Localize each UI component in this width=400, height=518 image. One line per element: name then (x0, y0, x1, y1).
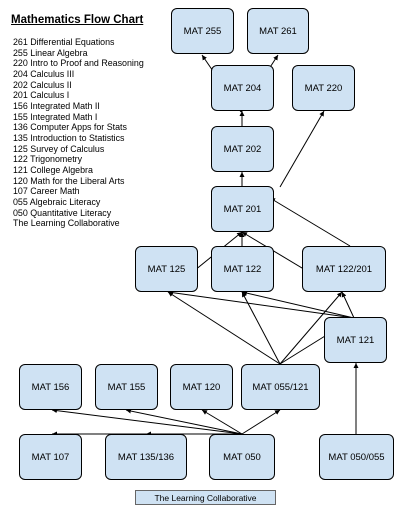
node-mat-255: MAT 255 (171, 8, 234, 54)
arrow (167, 291, 281, 365)
arrow (269, 197, 351, 247)
legend-item: 220 Intro to Proof and Reasoning (13, 58, 144, 69)
node-mat-050: MAT 050 (209, 434, 275, 480)
node-mat-261: MAT 261 (247, 8, 309, 54)
legend-item: 125 Survey of Calculus (13, 143, 105, 154)
arrow (341, 291, 355, 319)
legend-item: 107 Career Math (13, 186, 80, 197)
node-mat-122: MAT 122 (211, 246, 274, 292)
node-mat-050-055: MAT 050/055 (319, 434, 394, 480)
legend-item: The Learning Collaborative (13, 218, 120, 229)
node-mat-156: MAT 156 (19, 364, 82, 410)
legend-item: 050 Quantitative Literacy (13, 207, 112, 218)
arrow (125, 408, 243, 435)
legend-item: 261 Differential Equations (13, 37, 115, 47)
arrow (279, 291, 343, 365)
node-mat-107: MAT 107 (19, 434, 82, 480)
arrow (241, 291, 281, 365)
node-mat-155: MAT 155 (95, 364, 158, 410)
legend-item: 135 Introduction to Statistics (13, 132, 125, 143)
chart-title: Mathematics Flow Chart (11, 14, 144, 26)
node-mat-125: MAT 125 (135, 246, 198, 292)
legend-item: 155 Integrated Math I (13, 111, 98, 122)
node-mat-135-136: MAT 135/136 (105, 434, 187, 480)
node-mat-201: MAT 201 (211, 186, 274, 232)
node-mat-220: MAT 220 (292, 65, 355, 111)
legend-item: 055 Algebraic Literacy (13, 196, 101, 207)
arrow (279, 110, 325, 188)
legend-item: 255 Linear Algebra (13, 47, 88, 58)
arrow (201, 409, 243, 435)
node-mat-202: MAT 202 (211, 126, 274, 172)
node-mat-122-201: MAT 122/201 (302, 246, 386, 292)
node-mat-204: MAT 204 (211, 65, 274, 111)
legend-item: 204 Calculus III (13, 68, 75, 79)
legend-item: 122 Trigonometry (13, 154, 83, 165)
legend-item: 202 Calculus II (13, 79, 72, 90)
legend-item: 120 Math for the Liberal Arts (13, 175, 125, 186)
node-mat-121: MAT 121 (324, 317, 387, 363)
arrow (241, 290, 355, 319)
footer-label: The Learning Collaborative (135, 490, 276, 505)
legend-item: 201 Calculus I (13, 90, 70, 101)
node-mat-120: MAT 120 (170, 364, 233, 410)
arrow (51, 408, 243, 435)
node-mat-055-121: MAT 055/121 (241, 364, 320, 410)
legend-item: 156 Integrated Math II (13, 100, 100, 111)
arrow (241, 409, 281, 435)
legend-item: 121 College Algebra (13, 164, 93, 175)
legend-item: 136 Computer Apps for Stats (13, 122, 127, 133)
